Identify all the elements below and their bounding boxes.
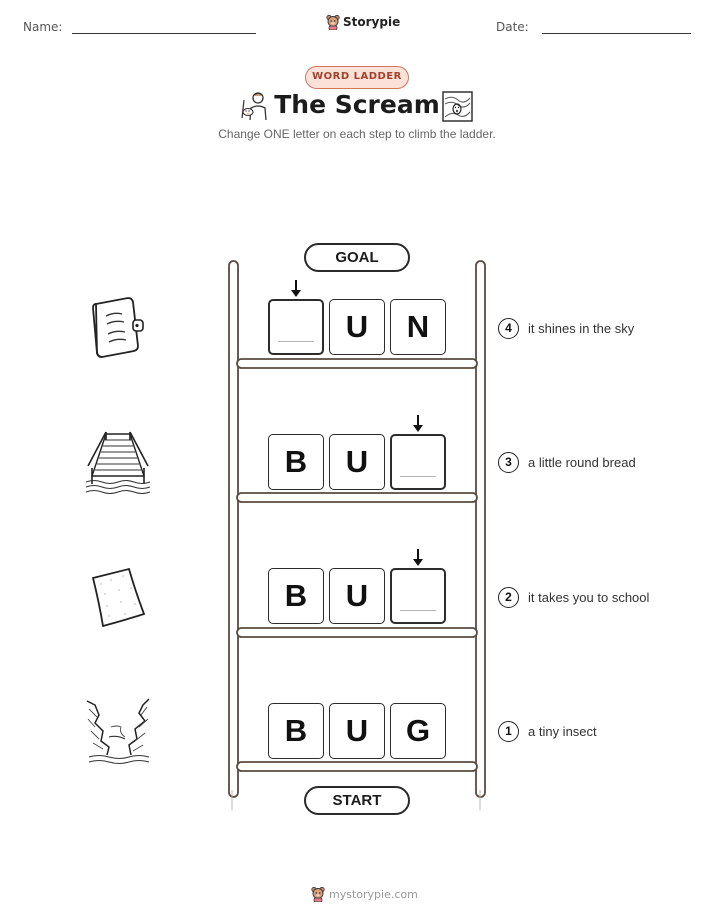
footer-url[interactable]: mystorypie.com [329,887,418,901]
clue-number: 2 [498,587,519,608]
name-label: Name: [23,20,63,34]
clue-text: it shines in the sky [528,321,635,336]
word-ladder-badge: WORD LADDER [305,66,409,89]
letter-tile: B [268,703,324,759]
letter-tile-blank[interactable] [390,568,446,624]
goal-label: GOAL [304,243,410,272]
letter-tile: B [268,434,324,490]
letter-tile-blank[interactable] [390,434,446,490]
page-title: The Scream [274,90,440,119]
letter-tile: U [329,434,385,490]
letter-tile: N [390,299,446,355]
letter-tile: U [329,703,385,759]
footer-brand: mystorypie.com [311,886,418,902]
date-label: Date: [496,20,529,34]
clue-step-1: 1 a tiny insect [498,721,597,742]
clue-number: 4 [498,318,519,339]
clue-text: it takes you to school [528,590,650,605]
down-arrow-icon [291,280,301,297]
clue-step-3: 3 a little round bread [498,452,636,473]
start-label: START [304,786,410,815]
letter-tile-blank[interactable] [268,299,324,355]
bridge-icon [85,431,151,494]
name-field[interactable] [72,33,256,34]
letter-tile: U [329,299,385,355]
painter-icon [241,92,267,121]
clue-number: 1 [498,721,519,742]
down-arrow-icon [413,549,423,566]
down-arrow-icon [413,415,423,432]
brand-name: Storypie [343,15,401,29]
clue-step-2: 2 it takes you to school [498,587,649,608]
bear-mascot-icon [326,14,340,30]
scream-painting-icon [442,91,473,122]
clue-text: a tiny insect [528,724,597,739]
clue-step-4: 4 it shines in the sky [498,318,634,339]
river-canyon-icon [86,698,150,765]
clue-number: 3 [498,452,519,473]
paper-icon [91,567,146,628]
letter-tile: B [268,568,324,624]
letter-tile: G [390,703,446,759]
notebook-icon [92,297,144,358]
brand-logo: Storypie [326,14,400,30]
letter-tile: U [329,568,385,624]
bear-mascot-icon [311,886,325,902]
date-field[interactable] [542,33,691,34]
clue-text: a little round bread [528,455,636,470]
instructions: Change ONE letter on each step to climb … [218,127,496,141]
